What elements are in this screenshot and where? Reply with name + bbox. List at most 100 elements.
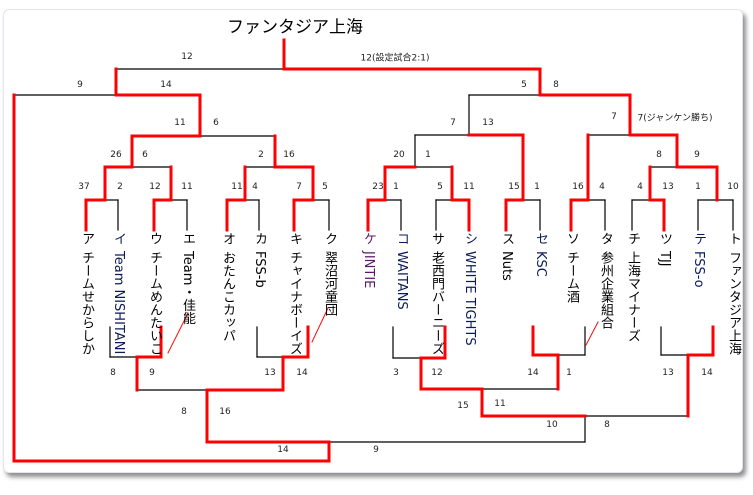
team-letter: キ: [287, 232, 302, 245]
score-label: 1: [566, 368, 572, 378]
score-label: 5: [322, 182, 328, 192]
score-label: 13: [264, 368, 276, 378]
score-label: 12: [431, 368, 443, 378]
team-name: WHITE TIGHTS: [462, 251, 477, 346]
team-letter: タ: [598, 232, 613, 245]
team-name: 参州企業組合: [598, 251, 613, 329]
connector-line: [167, 312, 189, 354]
score-label: 13: [662, 182, 674, 192]
score-label: 13: [482, 118, 494, 128]
score-label: 2: [117, 182, 123, 192]
team-letter: オ: [220, 232, 235, 245]
team-letter: ソ: [564, 232, 579, 245]
team-entry: カ FSS-b: [252, 232, 267, 288]
score-label: 6: [213, 118, 219, 128]
connector-line: [585, 321, 599, 346]
team-entry: イ Team NISHITANI: [111, 232, 126, 355]
score-label: 6: [142, 150, 148, 160]
score-label: 9: [149, 368, 155, 378]
team-name: チーム酒: [564, 251, 579, 303]
team-letter: カ: [252, 232, 267, 245]
score-label: 12(設定試合2:1): [360, 53, 430, 64]
score-label: 2: [258, 150, 264, 160]
team-letter: シ: [462, 232, 477, 245]
team-entry: ウチームめんたいこ: [147, 232, 162, 355]
team-letter: ク: [322, 232, 337, 245]
score-label: 16: [572, 182, 584, 192]
team-letter: ケ: [361, 232, 376, 245]
team-entry: サ老西門バーニーズ: [429, 232, 444, 355]
team-letter: エ: [180, 232, 195, 245]
score-label: 4: [599, 182, 605, 192]
team-entry: ケ JINTIE: [361, 232, 376, 289]
score-label: 1: [534, 182, 540, 192]
score-label: 9: [373, 445, 379, 455]
score-label: 10: [727, 182, 739, 192]
score-label: 4: [252, 182, 258, 192]
team-entry: ソチーム酒: [564, 232, 579, 303]
score-label: 8: [110, 368, 116, 378]
score-label: 13: [662, 368, 674, 378]
score-label: 37: [78, 182, 90, 192]
team-name: チームせからしか: [79, 251, 94, 355]
score-label: 8: [553, 80, 559, 90]
team-letter: テ: [691, 232, 706, 245]
score-label: 8: [656, 150, 662, 160]
team-letter: イ: [111, 232, 126, 245]
team-letter: ス: [499, 232, 514, 245]
team-entry: トファンタジア上海: [726, 232, 741, 355]
team-name: WAITANS: [394, 251, 409, 310]
connector-line: [311, 307, 329, 343]
team-entry: ツ TJJ: [657, 232, 672, 267]
score-label: 7(ジャンケン勝ち): [637, 113, 713, 124]
score-label: 14: [277, 445, 289, 455]
score-label: 15: [457, 401, 469, 411]
team-entry: ス Nuts: [499, 232, 514, 281]
score-label: 7: [611, 112, 617, 122]
score-label: 14: [701, 368, 713, 378]
team-name: KSC: [533, 251, 548, 277]
team-entry: タ参州企業組合: [598, 232, 613, 329]
team-name: チームめんたいこ: [147, 251, 162, 355]
score-label: 14: [160, 80, 172, 90]
team-letter: サ: [429, 232, 444, 245]
team-letter: チ: [625, 232, 640, 245]
score-label: 7: [296, 182, 302, 192]
team-name: JINTIE: [361, 251, 376, 289]
score-label: 11: [174, 118, 186, 128]
team-name: 翠沼河童団: [322, 251, 337, 316]
score-label: 11: [494, 399, 506, 409]
team-letter: ア: [79, 232, 94, 245]
score-label: 20: [393, 150, 405, 160]
team-name: FSS-b: [252, 251, 267, 288]
score-label: 5: [437, 182, 443, 192]
score-label: 12: [149, 182, 161, 192]
score-label: 7: [450, 118, 456, 128]
score-label: 26: [110, 150, 122, 160]
team-letter: ツ: [657, 232, 672, 245]
team-letter: コ: [394, 232, 409, 245]
team-entry: ク翠沼河童団: [322, 232, 337, 316]
team-name: Team NISHITANI: [111, 251, 126, 355]
champion-title: ファンタジア上海: [227, 17, 363, 38]
score-label: 11: [181, 182, 193, 192]
score-label: 11: [463, 182, 475, 192]
team-entry: テFSS-o: [691, 232, 706, 288]
team-name: 老西門バーニーズ: [429, 251, 444, 355]
team-entry: キチャイナボーイズ: [287, 232, 302, 355]
score-label: 23: [372, 182, 384, 192]
score-label: 11: [231, 182, 243, 192]
score-label: 15: [508, 182, 520, 192]
team-name: ファンタジア上海: [726, 251, 741, 355]
score-label: 3: [393, 368, 399, 378]
team-name: TJJ: [657, 251, 672, 267]
team-name: Team・佳能: [180, 251, 195, 325]
score-label: 9: [694, 150, 700, 160]
score-label: 8: [181, 407, 187, 417]
team-name: 上海マイナーズ: [625, 251, 640, 342]
score-label: 14: [527, 368, 539, 378]
team-entry: コ WAITANS: [394, 232, 409, 310]
team-name: Nuts: [499, 251, 514, 281]
score-label: 1: [695, 182, 701, 192]
